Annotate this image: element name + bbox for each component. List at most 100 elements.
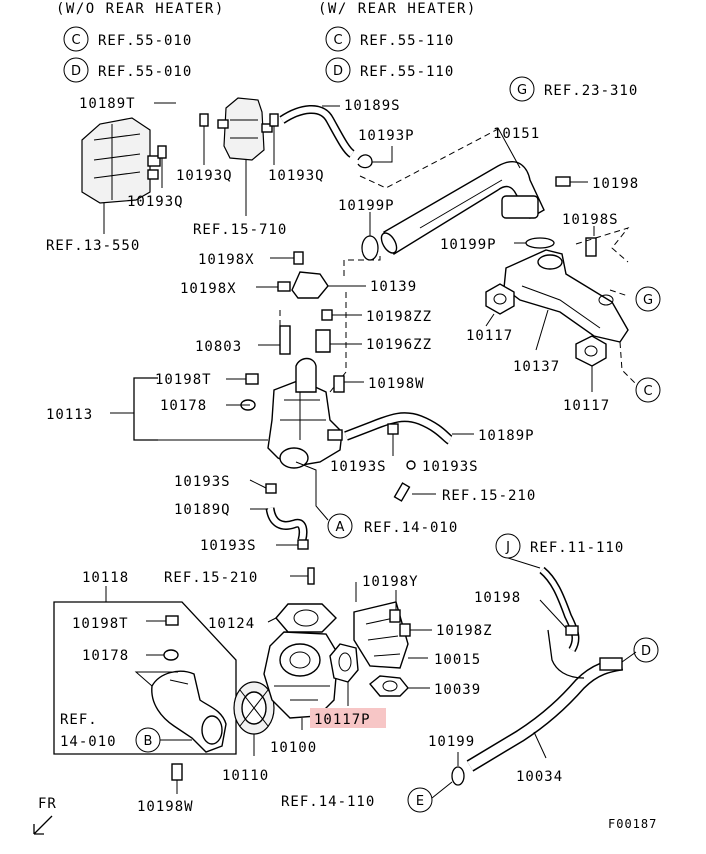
svg-text:C: C [333,33,342,48]
callout-e[interactable]: E [407,787,433,813]
stud-ref-15-210-b[interactable] [307,567,315,585]
label-10198z: 10198Z [436,623,493,639]
header-without-rear-heater: (W/O REAR HEATER) [56,1,225,17]
ref-13-550: REF.13-550 [46,238,140,254]
label-10198w-b: 10198W [137,799,194,815]
callout-c-left[interactable]: C [63,26,89,52]
callout-g-top[interactable]: G [509,76,535,102]
bolt-10198y[interactable] [389,609,401,623]
label-10117p: 10117P [314,712,371,728]
label-10198-a: 10198 [592,176,639,192]
pipe-j-branch[interactable] [539,566,580,653]
water-inlet-pipe[interactable] [151,670,227,753]
ref-b-code: 14-010 [60,734,117,750]
flange-10139[interactable] [291,271,329,299]
bracket-10196zz[interactable] [315,329,331,353]
bolt-10198s[interactable] [585,237,597,257]
callout-d-right[interactable]: D [325,57,351,83]
bolt-10198zz[interactable] [321,309,333,321]
label-10193q-c: 10193Q [268,168,325,184]
label-10198s: 10198S [562,212,619,228]
ref-d-left: REF.55-010 [98,64,192,80]
bolt-10198t-b[interactable] [165,615,179,626]
oring-10199p-b[interactable] [525,237,555,249]
svg-text:D: D [641,644,651,659]
oring-10199[interactable] [451,766,465,786]
clip-10193q-a[interactable] [199,113,209,127]
label-10124: 10124 [208,616,255,632]
bolt-10198-a[interactable] [555,176,571,187]
clip-10193q-c[interactable] [269,113,279,127]
svg-text:G: G [643,293,653,308]
ref-15-210-a: REF.15-210 [442,488,536,504]
figure-code: F00187 [608,817,657,831]
label-10178-b: 10178 [82,648,129,664]
clip-10193s-b[interactable] [406,460,416,470]
gasket-10117-a[interactable] [485,283,515,315]
pipe-end-10034[interactable] [599,657,623,671]
label-10193s-b: 10193S [422,459,479,475]
ref-j: REF.11-110 [530,540,624,556]
label-10189p: 10189P [478,428,535,444]
callout-j[interactable]: J [495,533,521,559]
thermostat-case-10100[interactable] [263,631,339,719]
callout-b[interactable]: B [135,727,161,753]
manifold-10137[interactable] [503,249,629,343]
label-10198x-a: 10198X [198,252,255,268]
label-10189t: 10189T [79,96,136,112]
highlight-10117p [310,708,386,728]
bolt-10198w-a[interactable] [333,375,345,393]
label-10117-b: 10117 [563,398,610,414]
clip-10193p[interactable] [357,154,373,169]
ref-15-210-b: REF.15-210 [164,570,258,586]
bolt-10198w-b[interactable] [171,763,183,781]
ref-c-right: REF.55-110 [360,33,454,49]
callout-d-left[interactable]: D [63,57,89,83]
clip-10193q-b[interactable] [157,145,167,159]
bolt-10198t-a[interactable] [245,373,259,385]
callout-g-right[interactable]: G [635,286,661,312]
sensor-10803[interactable] [279,325,291,355]
label-10113: 10113 [46,407,93,423]
svg-text:D: D [333,64,343,79]
bolt-10198-b[interactable] [565,625,579,636]
label-10198w-a: 10198W [368,376,425,392]
callout-c-mid[interactable]: C [635,377,661,403]
thermostat-10110[interactable] [233,681,275,735]
svg-text:A: A [336,520,345,535]
clip-10193s-d[interactable] [297,539,309,550]
callout-c-right[interactable]: C [325,26,351,52]
label-10198zz: 10198ZZ [366,309,432,325]
pipe-10151[interactable] [378,161,545,256]
callout-a[interactable]: A [327,513,353,539]
label-10199: 10199 [428,734,475,750]
label-10198y: 10198Y [362,574,419,590]
stud-ref-15-210-a[interactable] [393,482,411,502]
label-10189q: 10189Q [174,502,231,518]
label-10193s-a: 10193S [330,459,387,475]
gasket-10117p[interactable] [329,643,359,683]
gasket-10178-b[interactable] [163,649,179,661]
ref-15-710: REF.15-710 [193,222,287,238]
heater-unit[interactable] [81,117,161,204]
callout-d-bottom[interactable]: D [633,637,659,663]
label-10193s-c: 10193S [174,474,231,490]
front-arrow-icon [33,815,53,835]
svg-text:C: C [71,33,80,48]
oring-10199p-a[interactable] [361,235,379,261]
gasket-10124[interactable] [275,603,337,633]
svg-text:D: D [71,64,81,79]
label-10118: 10118 [82,570,129,586]
clip-10193s-a[interactable] [387,423,399,435]
bolt-10198x-b[interactable] [277,281,291,292]
gasket-10117-b[interactable] [575,335,607,367]
heater-valve[interactable] [217,97,273,161]
bolt-10198z[interactable] [399,623,411,637]
label-10198x-b: 10198X [180,281,237,297]
bolt-10198x-a[interactable] [293,251,304,265]
gasket-10039[interactable] [369,675,409,697]
clip-10193s-c[interactable] [265,483,277,494]
label-10803: 10803 [195,339,242,355]
thermostat-housing-10113[interactable] [267,357,343,469]
